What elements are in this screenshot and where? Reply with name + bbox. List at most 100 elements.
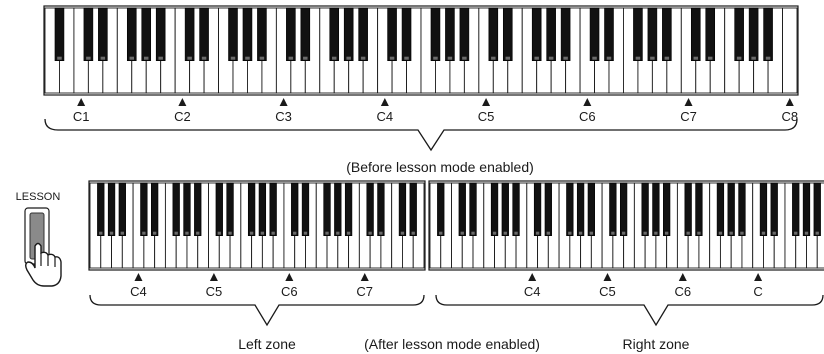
black-key[interactable]: [544, 182, 552, 237]
black-key[interactable]: [334, 182, 342, 237]
black-key[interactable]: [286, 7, 296, 62]
black-key[interactable]: [459, 7, 470, 62]
black-key[interactable]: [242, 7, 253, 62]
black-key[interactable]: [409, 182, 417, 237]
black-key[interactable]: [813, 182, 821, 237]
black-key[interactable]: [215, 182, 223, 237]
black-key[interactable]: [269, 182, 277, 237]
black-key-highlight: [815, 231, 819, 235]
black-key[interactable]: [343, 7, 354, 62]
black-key[interactable]: [501, 182, 509, 237]
black-key[interactable]: [647, 7, 658, 62]
black-key[interactable]: [705, 7, 716, 62]
black-key[interactable]: [54, 7, 65, 62]
black-key[interactable]: [566, 182, 574, 237]
black-key-highlight: [288, 56, 294, 60]
black-key[interactable]: [291, 182, 299, 237]
black-key[interactable]: [97, 182, 105, 237]
black-key[interactable]: [716, 182, 725, 237]
black-key[interactable]: [184, 7, 195, 62]
black-key[interactable]: [469, 182, 477, 237]
black-key[interactable]: [430, 7, 441, 62]
black-key[interactable]: [172, 182, 180, 237]
black-key[interactable]: [98, 7, 108, 62]
black-key-highlight: [751, 56, 756, 60]
black-key[interactable]: [695, 182, 703, 237]
black-key[interactable]: [589, 7, 600, 62]
black-key[interactable]: [488, 7, 499, 62]
black-key[interactable]: [792, 182, 800, 237]
black-key[interactable]: [437, 182, 445, 237]
black-key[interactable]: [358, 7, 368, 62]
black-key[interactable]: [734, 7, 744, 62]
black-key[interactable]: [662, 7, 672, 62]
black-key[interactable]: [738, 182, 746, 237]
black-key[interactable]: [366, 182, 374, 237]
black-key[interactable]: [690, 7, 701, 62]
black-key[interactable]: [151, 182, 159, 237]
black-key[interactable]: [377, 182, 385, 237]
black-key-highlight: [325, 231, 329, 235]
black-key[interactable]: [228, 7, 238, 62]
black-key[interactable]: [560, 7, 571, 62]
white-key[interactable]: [782, 7, 798, 94]
black-key[interactable]: [247, 182, 256, 237]
black-key[interactable]: [770, 182, 778, 237]
black-key[interactable]: [619, 182, 628, 237]
black-key[interactable]: [633, 7, 643, 62]
black-key[interactable]: [387, 7, 397, 62]
black-key[interactable]: [107, 182, 116, 237]
black-key[interactable]: [546, 7, 556, 62]
octave-marker-label: C6: [579, 109, 596, 124]
black-key[interactable]: [83, 7, 94, 62]
black-key[interactable]: [445, 7, 455, 62]
black-key[interactable]: [641, 182, 649, 237]
octave-marker-label: C6: [674, 284, 691, 299]
black-key[interactable]: [183, 182, 191, 237]
lesson-button[interactable]: [24, 207, 50, 265]
black-key[interactable]: [763, 7, 773, 62]
black-key-highlight: [400, 231, 405, 235]
black-key[interactable]: [663, 182, 671, 237]
black-key[interactable]: [531, 7, 542, 62]
black-key[interactable]: [684, 182, 692, 237]
octave-marker-label: C5: [478, 109, 495, 124]
black-key[interactable]: [301, 182, 310, 237]
black-key[interactable]: [533, 182, 542, 237]
black-key[interactable]: [226, 182, 234, 237]
black-key[interactable]: [748, 7, 759, 62]
octave-marker-label: C6: [281, 284, 298, 299]
black-key[interactable]: [609, 182, 617, 237]
black-key[interactable]: [398, 182, 407, 237]
black-key[interactable]: [802, 182, 811, 237]
black-key[interactable]: [140, 182, 148, 237]
black-key[interactable]: [194, 182, 202, 237]
black-key[interactable]: [604, 7, 614, 62]
black-key[interactable]: [126, 7, 137, 62]
black-key[interactable]: [118, 182, 126, 237]
black-key[interactable]: [587, 182, 595, 237]
black-key[interactable]: [458, 182, 466, 237]
black-key[interactable]: [257, 7, 267, 62]
black-key[interactable]: [344, 182, 353, 237]
left-zone-brace: [89, 294, 425, 327]
marker-triangle-icon: [285, 273, 294, 281]
black-key-highlight: [563, 56, 568, 60]
black-key[interactable]: [512, 182, 520, 237]
black-key[interactable]: [502, 7, 513, 62]
black-key[interactable]: [199, 7, 209, 62]
black-key-highlight: [331, 56, 337, 60]
black-key[interactable]: [155, 7, 166, 62]
black-key[interactable]: [323, 182, 331, 237]
black-key[interactable]: [300, 7, 311, 62]
black-key[interactable]: [652, 182, 660, 237]
black-key[interactable]: [576, 182, 585, 237]
black-key-highlight: [611, 231, 615, 235]
black-key[interactable]: [401, 7, 412, 62]
black-key[interactable]: [329, 7, 340, 62]
black-key[interactable]: [258, 182, 267, 237]
black-key[interactable]: [727, 182, 735, 237]
black-key[interactable]: [141, 7, 152, 62]
black-key[interactable]: [759, 182, 768, 237]
black-key[interactable]: [490, 182, 499, 237]
